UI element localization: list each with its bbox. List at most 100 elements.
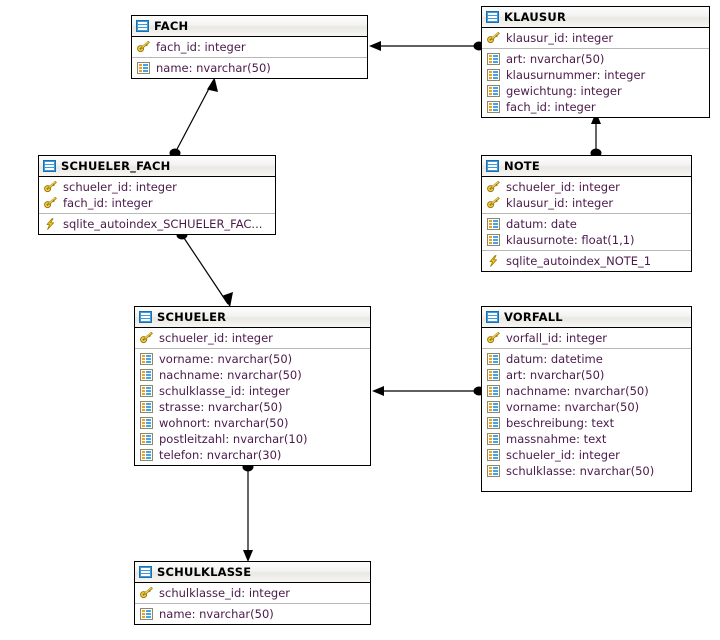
attribute-label: datum: date [506, 217, 577, 231]
attribute-label: klausurnummer: integer [506, 68, 646, 82]
attribute-section: schueler_id: integer [135, 328, 370, 348]
attribute-label: klausur_id: integer [506, 196, 614, 210]
entity-table-vorfall[interactable]: VORFALL vorfall_id: integer datum: datetim… [481, 306, 692, 492]
primary-key-row[interactable]: klausur_id: integer [482, 195, 691, 211]
index-row[interactable]: sqlite_autoindex_SCHUELER_FAC... [39, 216, 275, 232]
column-row[interactable]: art: nvarchar(50) [482, 51, 709, 67]
attribute-section: datum: date klausurnote: float(1,1) [482, 213, 691, 250]
column-row[interactable]: nachname: nvarchar(50) [135, 367, 370, 383]
column-row[interactable]: fach_id: integer [482, 99, 709, 115]
attribute-label: schulklasse_id: integer [159, 384, 290, 398]
column-row[interactable]: telefon: nvarchar(30) [135, 447, 370, 463]
relationship-vorfall-schueler[interactable] [372, 386, 485, 396]
attribute-section: fach_id: integer [132, 37, 367, 57]
column-icon [487, 53, 500, 65]
relationship-note-klausur[interactable] [590, 112, 602, 158]
column-row[interactable]: datum: date [482, 216, 691, 232]
column-row[interactable]: klausurnummer: integer [482, 67, 709, 83]
table-icon [486, 311, 499, 323]
relationship-schueler-schulklasse[interactable] [242, 462, 254, 563]
entity-header-klausur[interactable]: KLAUSUR [482, 7, 709, 28]
attribute-label: klausurnote: float(1,1) [506, 233, 635, 247]
entity-table-schueler[interactable]: SCHUELER schueler_id: integer vorname: nva… [134, 306, 371, 466]
attribute-label: massnahme: text [506, 432, 607, 446]
relationship-schuelerfach-fach[interactable] [169, 77, 219, 158]
attribute-section: klausur_id: integer [482, 28, 709, 48]
column-row[interactable]: name: nvarchar(50) [135, 606, 370, 622]
attribute-label: beschreibung: text [506, 416, 615, 430]
entity-header-fach[interactable]: FACH [132, 16, 367, 37]
primary-key-row[interactable]: schueler_id: integer [39, 179, 275, 195]
column-row[interactable]: strasse: nvarchar(50) [135, 399, 370, 415]
attribute-label: vorname: nvarchar(50) [159, 352, 293, 366]
entity-header-vorfall[interactable]: VORFALL [482, 307, 691, 328]
column-row[interactable]: nachname: nvarchar(50) [482, 383, 691, 399]
entity-table-note[interactable]: NOTE schueler_id: integer klausur_id: inte… [481, 155, 692, 272]
attribute-label: name: nvarchar(50) [159, 607, 274, 621]
entity-table-fach[interactable]: FACH fach_id: integer name: nvarchar(50) [131, 15, 368, 79]
column-row[interactable]: art: nvarchar(50) [482, 367, 691, 383]
primary-key-row[interactable]: klausur_id: integer [482, 30, 709, 46]
column-row[interactable]: massnahme: text [482, 431, 691, 447]
column-icon [487, 433, 500, 445]
column-row[interactable]: gewichtung: integer [482, 83, 709, 99]
primary-key-row[interactable]: schueler_id: integer [482, 179, 691, 195]
column-row[interactable]: schueler_id: integer [482, 447, 691, 463]
primary-key-row[interactable]: schulklasse_id: integer [135, 585, 370, 601]
column-row[interactable]: name: nvarchar(50) [132, 60, 367, 76]
attribute-label: vorfall_id: integer [506, 331, 608, 345]
entity-title: KLAUSUR [504, 10, 566, 24]
attribute-label: fach_id: integer [156, 40, 246, 54]
attribute-label: sqlite_autoindex_NOTE_1 [506, 254, 652, 268]
column-icon [140, 417, 153, 429]
column-icon [487, 401, 500, 413]
attribute-label: schueler_id: integer [159, 331, 273, 345]
relationship-schuelerfach-schueler[interactable] [176, 230, 234, 308]
column-row[interactable]: datum: datetime [482, 351, 691, 367]
column-icon [140, 449, 153, 461]
entity-header-note[interactable]: NOTE [482, 156, 691, 177]
entity-title: SCHUELER_FACH [61, 159, 171, 173]
primary-key-row[interactable]: fach_id: integer [132, 39, 367, 55]
column-row[interactable]: vorname: nvarchar(50) [482, 399, 691, 415]
column-row[interactable]: beschreibung: text [482, 415, 691, 431]
attribute-label: nachname: nvarchar(50) [159, 368, 302, 382]
column-row[interactable]: vorname: nvarchar(50) [135, 351, 370, 367]
entity-header-schueler[interactable]: SCHUELER [135, 307, 370, 328]
index-row[interactable]: sqlite_autoindex_NOTE_1 [482, 253, 691, 269]
primary-key-row[interactable]: fach_id: integer [39, 195, 275, 211]
column-row[interactable]: schulklasse_id: integer [135, 383, 370, 399]
column-icon [487, 218, 500, 230]
column-row[interactable]: postleitzahl: nvarchar(10) [135, 431, 370, 447]
entity-header-schulklasse[interactable]: SCHULKLASSE [135, 562, 370, 583]
relationship-klausur-fach[interactable] [369, 41, 485, 51]
column-icon [140, 385, 153, 397]
key-icon [487, 332, 500, 344]
lightning-icon [487, 255, 500, 267]
column-icon [487, 69, 500, 81]
column-icon [140, 353, 153, 365]
attribute-section: schulklasse_id: integer [135, 583, 370, 603]
entity-table-klausur[interactable]: KLAUSUR klausur_id: integer art: nvarchar(… [481, 6, 710, 118]
column-row[interactable]: wohnort: nvarchar(50) [135, 415, 370, 431]
key-icon [487, 181, 500, 193]
attribute-label: schueler_id: integer [506, 180, 620, 194]
column-icon [140, 433, 153, 445]
column-icon [487, 369, 500, 381]
attribute-label: wohnort: nvarchar(50) [159, 416, 289, 430]
entity-table-schulklasse[interactable]: SCHULKLASSE schulklasse_id: integer name: … [134, 561, 371, 625]
key-icon [140, 332, 153, 344]
attribute-label: fach_id: integer [63, 196, 153, 210]
key-icon [44, 197, 57, 209]
column-row[interactable]: klausurnote: float(1,1) [482, 232, 691, 248]
column-icon [487, 85, 500, 97]
attribute-label: schulklasse: nvarchar(50) [506, 464, 655, 478]
column-row[interactable]: schulklasse: nvarchar(50) [482, 463, 691, 479]
primary-key-row[interactable]: schueler_id: integer [135, 330, 370, 346]
attribute-label: name: nvarchar(50) [156, 61, 271, 75]
entity-header-schueler_fach[interactable]: SCHUELER_FACH [39, 156, 275, 177]
primary-key-row[interactable]: vorfall_id: integer [482, 330, 691, 346]
